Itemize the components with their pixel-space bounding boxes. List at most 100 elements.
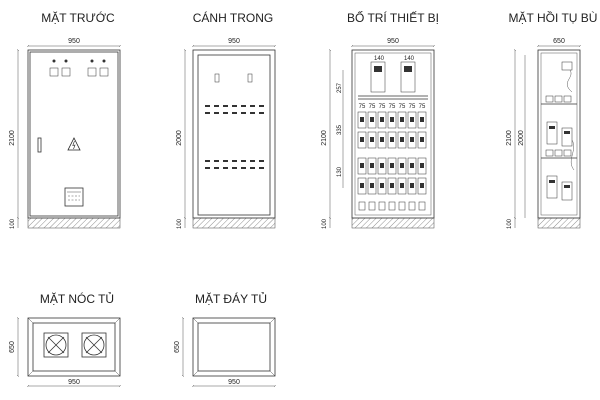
layout-sec-1-label: 257 <box>337 82 343 93</box>
mcb-handle <box>420 163 424 168</box>
mcb-handle <box>410 137 414 142</box>
mcb-handle <box>380 117 384 122</box>
vent-slot <box>232 105 237 107</box>
terminal-block <box>388 201 396 211</box>
bottom-width-label: 950 <box>228 379 240 386</box>
pfc-cable-1 <box>567 69 573 93</box>
mcb-handle <box>390 163 394 168</box>
pfc-cable-2 <box>570 139 575 171</box>
pfc-contactor-row-2 <box>545 149 572 157</box>
vent-slot <box>259 105 264 107</box>
inner-cutout-1 <box>214 73 220 83</box>
mcb-handle <box>370 183 374 188</box>
vent-slot <box>205 160 210 162</box>
mcb-handle <box>420 137 424 142</box>
pfc-view: MẶT HỒI TỤ BÙ 650 2100 2000 100 <box>506 10 597 229</box>
front-view: MẶT TRƯỚC 950 2100 100 <box>9 10 120 229</box>
vent-slot <box>241 105 246 107</box>
mcb-handle <box>370 137 374 142</box>
vent-slot <box>223 167 228 169</box>
inner-door-title: CÁNH TRONG <box>193 10 273 25</box>
mcb-row-3 <box>357 157 427 175</box>
layout-sec-2-label: 335 <box>337 124 343 135</box>
bottom-corner-1 <box>192 317 199 324</box>
vent-slot <box>241 160 246 162</box>
mcb-handle <box>370 163 374 168</box>
top-view-title: MẶT NÓC TỦ <box>40 291 114 306</box>
main-breaker-1-handle <box>374 66 382 72</box>
vent-slot <box>214 167 219 169</box>
inner-door-view: CÁNH TRONG 950 2000 100 <box>176 10 275 229</box>
mcb-row-2 <box>357 131 427 149</box>
mcb-handle <box>410 163 414 168</box>
front-meter-4 <box>99 67 109 77</box>
vent-slot <box>232 160 237 162</box>
top-depth-label: 650 <box>9 341 16 353</box>
contactor <box>554 149 563 157</box>
layout-mounting-plate <box>354 52 432 216</box>
vent-slot <box>250 105 255 107</box>
bottom-outer-frame <box>192 317 276 377</box>
pfc-base-label: 100 <box>507 218 513 229</box>
mcb-handle <box>390 183 394 188</box>
capacitor-2 <box>561 127 573 147</box>
terminal-block <box>398 201 406 211</box>
mcb-size-label: 75 <box>399 104 406 110</box>
bottom-corner-4 <box>269 370 276 377</box>
vent-slot <box>223 112 228 114</box>
mcb-handle <box>400 137 404 142</box>
front-base-label: 100 <box>10 218 16 229</box>
mcb-handle <box>400 183 404 188</box>
top-view: MẶT NÓC TỦ 650 950 <box>9 291 120 386</box>
pfc-plinth <box>537 217 581 229</box>
inner-base-label: 100 <box>177 218 183 229</box>
mcb-handle <box>380 137 384 142</box>
contactor <box>545 149 554 157</box>
top-corner-2 <box>114 317 121 324</box>
bottom-inner-frame <box>197 322 271 372</box>
vent-slot <box>214 160 219 162</box>
inner-cutout-2 <box>247 73 253 83</box>
vent-slot <box>259 160 264 162</box>
mcb-handle <box>360 163 364 168</box>
vent-slot <box>214 112 219 114</box>
front-door-handle <box>37 137 42 153</box>
inner-height-label: 2000 <box>176 130 183 146</box>
layout-view: BỐ TRÍ THIẾT BỊ 950 2100 100 257 335 130… <box>321 10 439 229</box>
capacitor-1 <box>546 121 558 145</box>
front-lamp-2 <box>64 59 68 63</box>
main-breaker-2-handle <box>404 66 412 72</box>
vent-slot <box>241 167 246 169</box>
capacitor-1-top <box>549 126 555 129</box>
mcb-handle <box>360 137 364 142</box>
vent-slot <box>250 160 255 162</box>
pfc-mounting-plate <box>540 52 578 216</box>
mcb-handle <box>410 117 414 122</box>
pfc-inner-height-label: 2000 <box>518 130 525 146</box>
vent-slot <box>250 167 255 169</box>
top-width-label: 950 <box>68 379 80 386</box>
vent-slot <box>214 105 219 107</box>
mcb-handle <box>380 183 384 188</box>
bottom-view: MẶT ĐÁY TỦ 650 950 <box>174 291 275 386</box>
layout-plinth <box>351 217 435 229</box>
capacitor-4 <box>561 181 573 201</box>
mcb-handle <box>360 183 364 188</box>
mcb-handle <box>380 163 384 168</box>
pfc-cabinet-frame <box>537 49 581 219</box>
vent-slot <box>259 112 264 114</box>
mcb-handle <box>390 137 394 142</box>
bottom-view-title: MẶT ĐÁY TỦ <box>195 291 267 306</box>
inner-plinth <box>192 217 276 229</box>
capacitor-3 <box>546 175 558 199</box>
front-lamp-3 <box>90 59 94 63</box>
mcb-row-4 <box>357 177 427 211</box>
vent-slot <box>205 167 210 169</box>
inner-door-panel <box>197 54 271 216</box>
inner-width-label: 950 <box>228 38 240 45</box>
layout-base-label: 100 <box>322 218 328 229</box>
bottom-corner-3 <box>192 370 199 377</box>
layout-title: BỐ TRÍ THIẾT BỊ <box>347 10 439 25</box>
